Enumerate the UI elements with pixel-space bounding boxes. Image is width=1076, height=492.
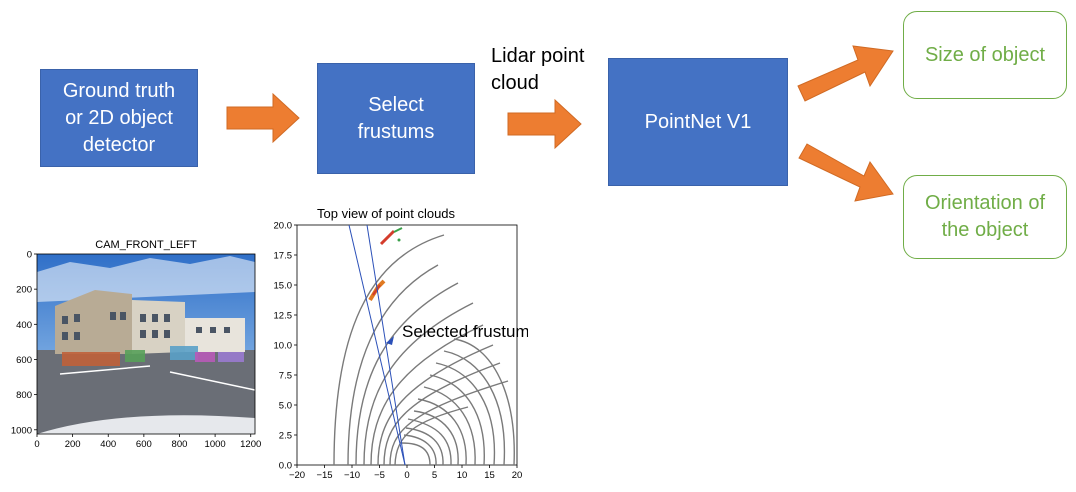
selected-frustum-lines xyxy=(348,224,406,466)
topview-y-tick-label: 20.0 xyxy=(274,221,293,232)
topview-plot-title: Top view of point clouds xyxy=(317,206,456,221)
size-of-object-box: Size of object xyxy=(903,11,1067,99)
topview-x-tick-label: −10 xyxy=(344,470,360,481)
camera-y-tick-label: 0 xyxy=(27,250,32,261)
arrow-to-orientation xyxy=(798,143,894,202)
camera-x-tick-label: 800 xyxy=(172,439,188,450)
camera-image xyxy=(37,254,256,434)
topview-x-tick-label: −15 xyxy=(316,470,332,481)
size-of-object-label: Size of object xyxy=(924,43,1046,66)
camera-x-tick-label: 400 xyxy=(100,439,116,450)
pointnet-box: PointNet V1 xyxy=(608,58,788,186)
selected-frustum-annotation: Selected frustum xyxy=(402,322,528,341)
ground-truth-detector-label: Ground truth or 2D object detector xyxy=(62,79,176,156)
camera-x-tick-label: 200 xyxy=(65,439,81,450)
arrow-select-to-pointnet xyxy=(507,98,582,150)
topview-y-tick-label: 7.5 xyxy=(279,371,292,382)
camera-y-tick-label: 800 xyxy=(16,390,32,401)
camera-y-tick-label: 400 xyxy=(16,320,32,331)
topview-x-tick-label: 15 xyxy=(484,470,495,481)
arrow-to-size xyxy=(797,45,894,102)
camera-x-tick-label: 1000 xyxy=(205,439,226,450)
camera-y-tick-label: 200 xyxy=(16,285,32,296)
topview-x-tick-label: 10 xyxy=(457,470,468,481)
camera-y-tick-label: 1000 xyxy=(11,425,32,436)
camera-y-tick-label: 600 xyxy=(16,355,32,366)
topview-y-tick-label: 12.5 xyxy=(274,311,293,322)
topview-y-tick-label: 17.5 xyxy=(274,251,293,262)
topview-x-tick-label: −20 xyxy=(289,470,305,481)
select-frustums-label: Select frustums xyxy=(357,93,435,143)
topview-x-tick-label: 5 xyxy=(432,470,437,481)
camera-plot-axes: 0 200 400 600 800 1000 1200 0 200 400 600 800 1000 xyxy=(11,250,261,451)
topview-y-tick-label: 15.0 xyxy=(274,281,293,292)
orientation-box: Orientation of the object xyxy=(903,175,1067,259)
topview-x-tick-label: −5 xyxy=(374,470,385,481)
topview-plot-axes: −20 −15 −10 −5 0 5 10 15 20 20.0 17.5 15.0 12.5 10.0 7… xyxy=(274,221,523,482)
lidar-point-cloud-label: Lidar point cloud xyxy=(491,45,585,94)
camera-x-tick-label: 0 xyxy=(34,439,39,450)
camera-x-tick-label: 600 xyxy=(136,439,152,450)
topview-y-tick-label: 5.0 xyxy=(279,401,292,412)
camera-x-tick-label: 1200 xyxy=(240,439,261,450)
annotation-pointer xyxy=(386,336,394,345)
topview-x-tick-label: 20 xyxy=(512,470,523,481)
ground-truth-detector-box: Ground truth or 2D object detector xyxy=(40,69,198,167)
camera-plot-title: CAM_FRONT_LEFT xyxy=(95,239,197,251)
orientation-label: Orientation of the object xyxy=(924,192,1046,241)
topview-plot: Top view of point clouds Selected frustu… xyxy=(274,206,529,482)
topview-y-tick-label: 2.5 xyxy=(279,431,292,442)
select-frustums-box: Select frustums xyxy=(317,63,475,174)
detected-points xyxy=(368,227,403,302)
topview-y-tick-label: 10.0 xyxy=(274,341,293,352)
pointnet-label: PointNet V1 xyxy=(644,110,752,133)
point-cloud-rings xyxy=(333,234,515,466)
topview-x-tick-label: 0 xyxy=(404,470,409,481)
topview-y-tick-label: 0.0 xyxy=(279,461,292,472)
arrow-detector-to-select xyxy=(226,92,300,144)
